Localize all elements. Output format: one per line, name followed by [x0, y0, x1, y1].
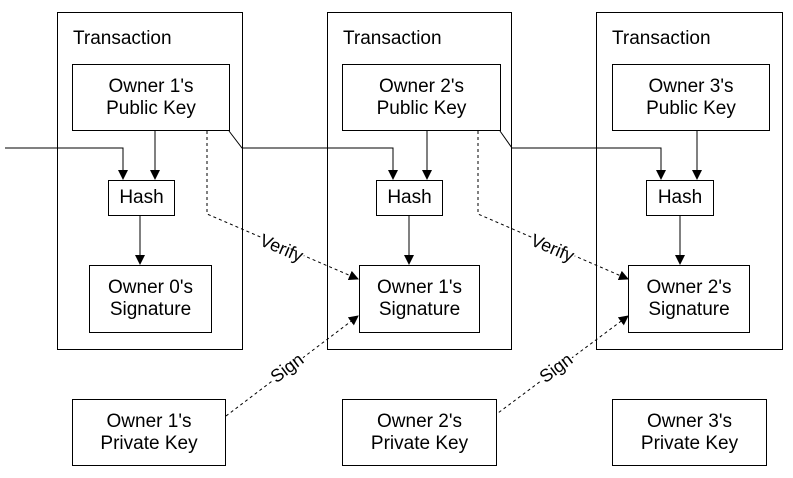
signature-label-2: Signature: [378, 299, 461, 320]
signature-owner-2: Owner 1's: [377, 277, 462, 298]
private-key-label-3: Private Key: [640, 432, 739, 454]
public-key-owner-1: Owner 1's: [108, 75, 194, 97]
hash-label-1: Hash: [119, 187, 164, 208]
public-key-owner-3: Owner 3's: [648, 75, 734, 97]
private-key-owner-2: Owner 2's: [377, 410, 462, 432]
private-key-label-1: Private Key: [100, 432, 198, 454]
private-key-label-2: Private Key: [370, 432, 469, 454]
transaction-title-2: Transaction: [343, 28, 442, 49]
transaction-box-1: Transaction: [57, 12, 243, 350]
public-key-label-2: Public Key: [376, 97, 467, 119]
private-key-owner-1: Owner 1's: [106, 410, 192, 432]
transaction-title-1: Transaction: [73, 28, 172, 49]
transaction-box-3: Transaction: [596, 12, 783, 350]
transaction-title-3: Transaction: [612, 28, 711, 49]
signature-owner-1: Owner 0's: [108, 277, 193, 298]
signature-label-1: Signature: [109, 299, 192, 320]
chain-line-0: [5, 147, 128, 180]
hash-label-3: Hash: [657, 187, 703, 208]
private-key-owner-3: Owner 3's: [647, 410, 732, 432]
hash-box-3: Hash: [646, 180, 714, 216]
chain-line-2: [499, 130, 666, 180]
chain-line-1: [228, 130, 398, 180]
transaction-box-2: Transaction: [327, 12, 512, 350]
public-key-label-3: Public Key: [646, 97, 736, 119]
signature-owner-3: Owner 2's: [646, 277, 732, 298]
hash-box-1: Hash: [108, 180, 175, 216]
signature-label-3: Signature: [648, 299, 730, 320]
hash-label-2: Hash: [387, 187, 432, 208]
sign-line-2: [493, 315, 629, 417]
hash-box-2: Hash: [376, 180, 443, 216]
verify-line-1: [206, 131, 359, 281]
sign-line-1: [225, 315, 359, 417]
public-key-owner-2: Owner 2's: [379, 75, 464, 97]
public-key-label-1: Public Key: [106, 97, 196, 119]
